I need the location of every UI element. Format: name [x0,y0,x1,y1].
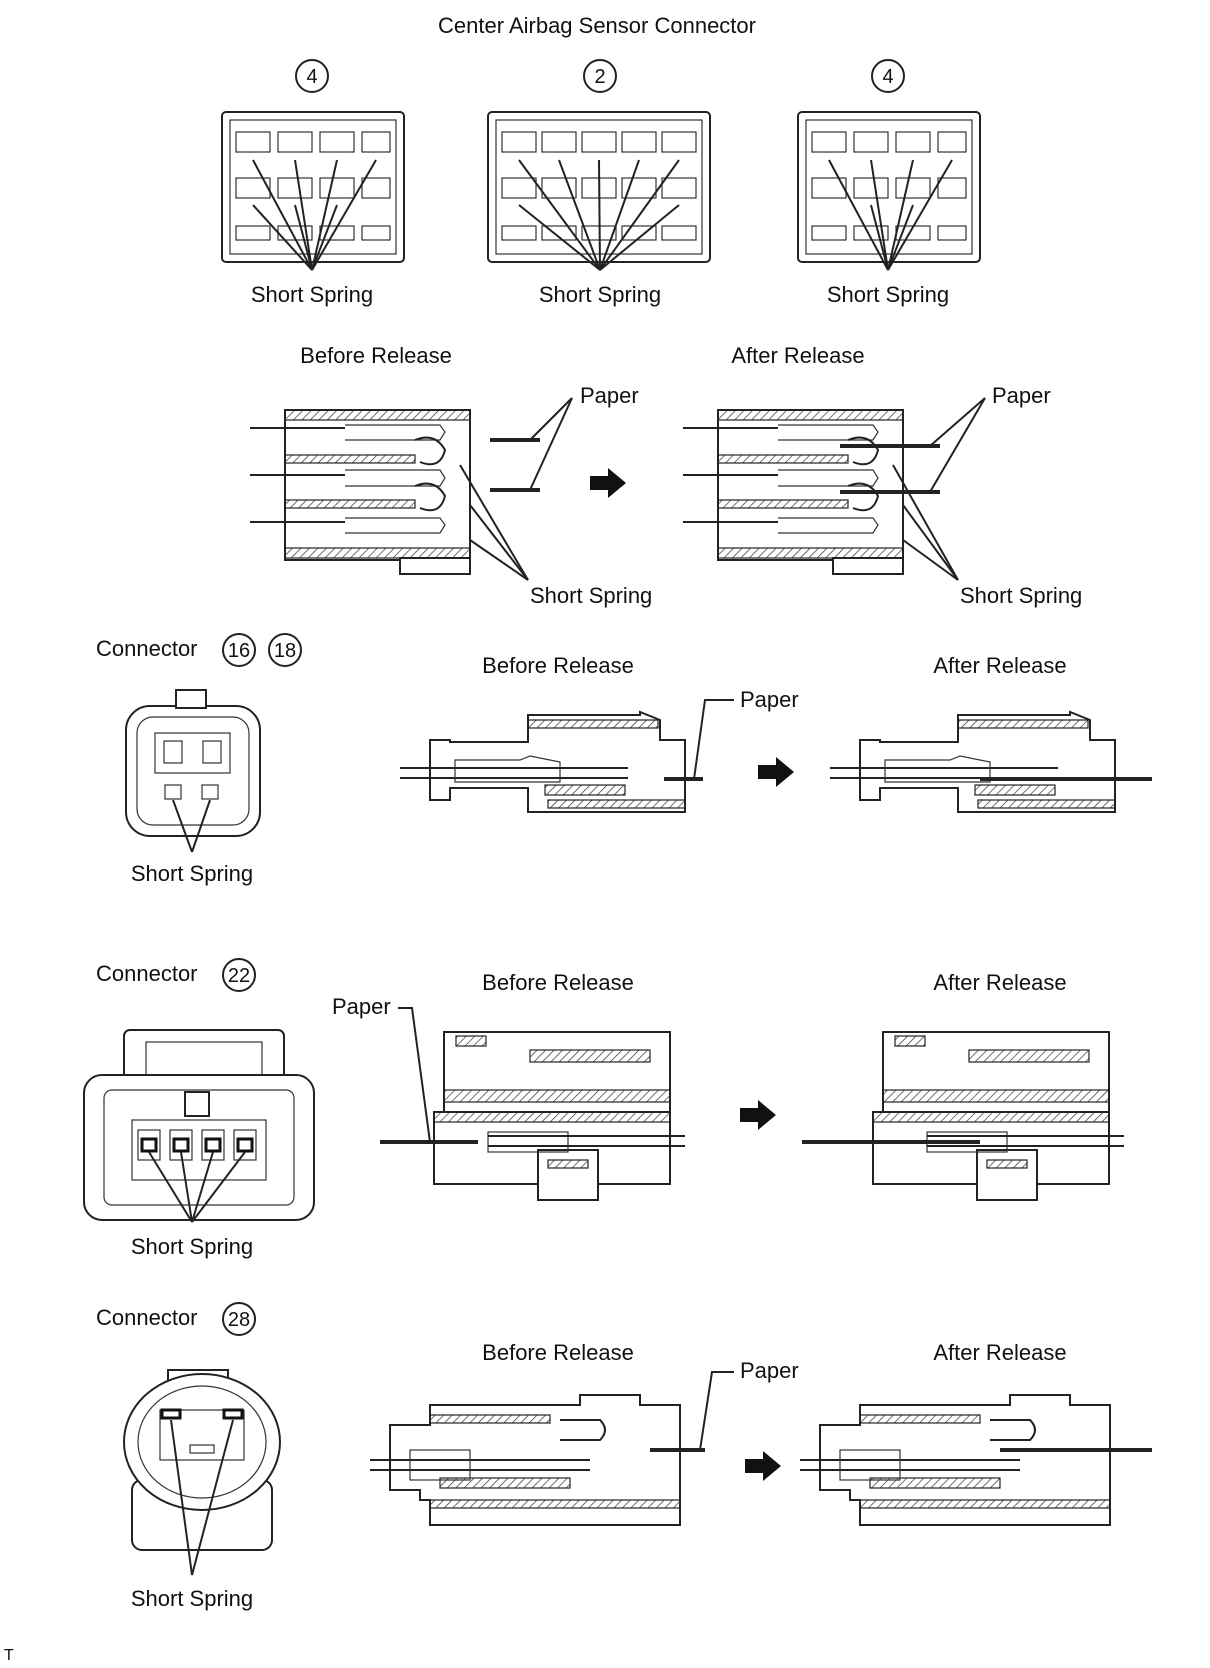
short-spring-label: Short Spring [251,282,373,307]
center-before-spring-leaders [459,464,529,581]
paper-label: Paper [740,1358,799,1383]
connector-16-18-before-section: Paper [400,687,799,813]
short-spring-leaders [518,159,680,271]
connector-number: 4 [882,66,893,88]
connector-28-label: Connector [96,1305,198,1330]
short-spring-leaders [148,1151,246,1223]
paper-label: Paper [992,383,1051,408]
page-title: Center Airbag Sensor Connector [438,13,756,38]
connector-22-after-section [802,1031,1124,1201]
connector-number: 22 [228,965,250,987]
connector-28-after-section [800,1394,1152,1526]
after-release-label: After Release [933,653,1066,678]
connector-22-label: Connector [96,961,198,986]
connector-28-before-section: Paper [370,1358,799,1526]
connector-22-before-section: Paper [332,994,685,1201]
paper-label: Paper [740,687,799,712]
short-spring-label: Short Spring [131,1234,253,1259]
before-release-label: Before Release [482,970,634,995]
after-release-label: After Release [731,343,864,368]
center-connector-1: 4 Short Spring [221,59,405,307]
connector-28-face [123,1369,281,1576]
short-spring-label: Short Spring [827,282,949,307]
release-arrow-icon [758,757,794,787]
connector-16-18-face [125,689,261,853]
after-release-label: After Release [933,1340,1066,1365]
figure-code: T [4,1647,14,1664]
connector-16-18-label: Connector [96,636,198,661]
center-after-spring-leaders [892,464,959,581]
center-before-cross-section [250,409,471,575]
connector-16-18-after-section [830,710,1152,813]
short-spring-leaders [828,159,953,271]
connector-number: 28 [228,1309,250,1331]
paper-label: Paper [332,994,391,1019]
before-release-label: Before Release [482,1340,634,1365]
short-spring-shape [847,436,880,512]
short-spring-label: Short Spring [960,583,1082,608]
short-spring-leaders [252,159,377,271]
short-spring-shape [414,436,447,512]
release-arrow-icon [745,1451,781,1481]
release-arrow-icon [590,468,626,498]
terminal-cavities [811,131,967,241]
connector-22-face [83,1029,315,1223]
terminal-cavities [235,131,391,241]
short-spring-contact [160,1408,182,1420]
connector-number: 4 [306,66,317,88]
before-release-label: Before Release [482,653,634,678]
after-release-label: After Release [933,970,1066,995]
connector-number: 2 [594,66,605,88]
short-spring-label: Short Spring [539,282,661,307]
center-before-papers: Paper [490,383,639,492]
connector-number: 16 [228,640,250,662]
before-release-label: Before Release [300,343,452,368]
center-connector-2: 2 Short Spring [487,59,711,307]
paper-label: Paper [580,383,639,408]
short-spring-label: Short Spring [530,583,652,608]
short-spring-label: Short Spring [131,861,253,886]
center-after-cross-section [683,409,940,575]
connector-number: 18 [274,640,296,662]
terminal-cavities [137,1129,257,1161]
short-spring-contacts [140,1137,254,1153]
short-spring-label: Short Spring [131,1586,253,1611]
center-connector-3: 4 Short Spring [797,59,981,307]
center-after-paper-leaders [929,397,986,493]
release-arrow-icon [740,1100,776,1130]
short-spring-contact [222,1408,244,1420]
